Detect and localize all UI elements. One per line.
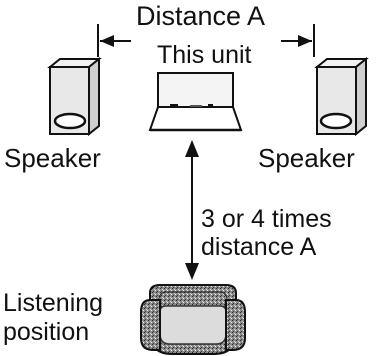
- speaker-left-icon: [47, 56, 102, 137]
- distance-ratio-line1: 3 or 4 times: [201, 205, 332, 233]
- listening-position-line2: position: [3, 318, 90, 346]
- this-unit-label: This unit: [157, 41, 252, 69]
- chair-icon: [140, 284, 246, 355]
- listening-position-label: Listening position: [3, 289, 103, 347]
- distance-a-dimension: [97, 24, 315, 57]
- double-arrow-icon: [185, 140, 199, 280]
- speaker-left-label: Speaker: [4, 143, 101, 173]
- distance-ratio-label: 3 or 4 times distance A: [201, 205, 332, 261]
- unit-icon: [148, 72, 243, 132]
- speaker-right-icon: [314, 56, 369, 137]
- distance-ratio-line2: distance A: [201, 233, 317, 261]
- listening-position-line1: Listening: [3, 289, 104, 317]
- distance-a-label: Distance A: [136, 1, 266, 31]
- speaker-right-label: Speaker: [258, 143, 355, 173]
